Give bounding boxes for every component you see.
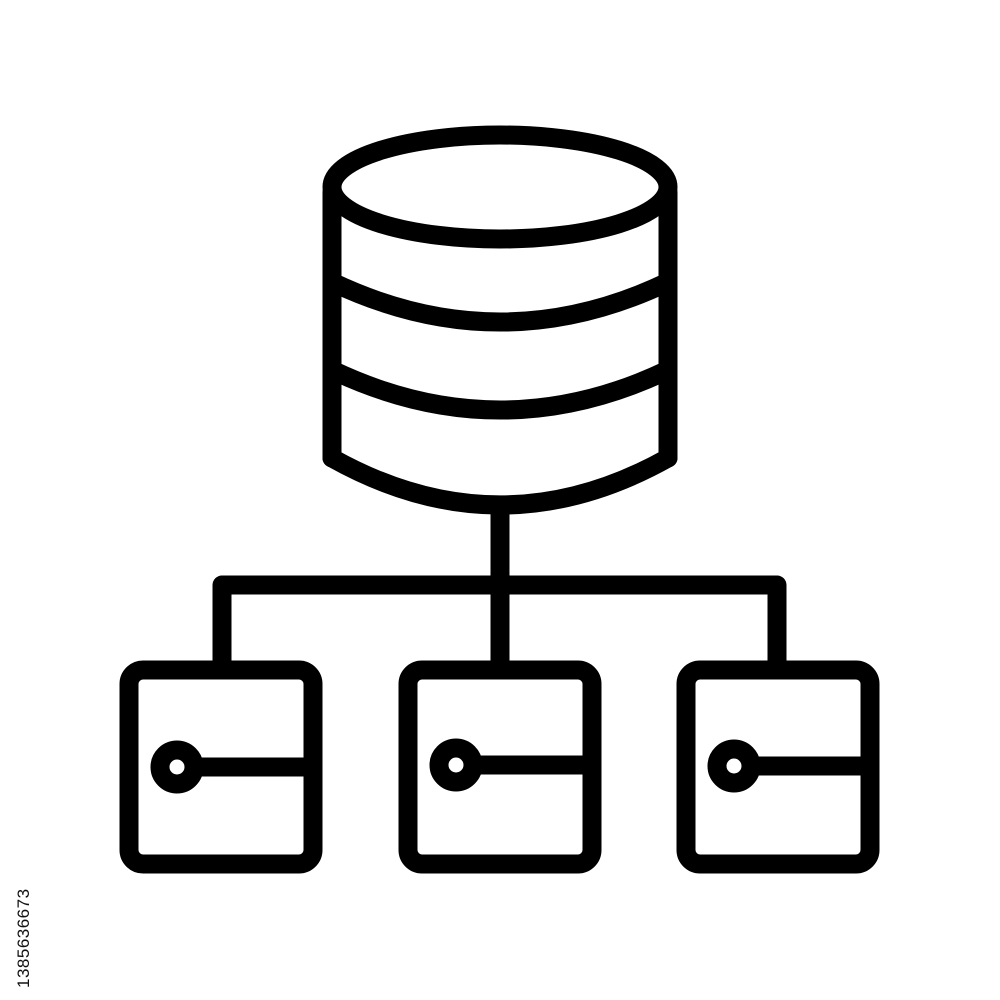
stock-image-id: 1385636673 [14, 888, 33, 988]
server-icon [119, 660, 323, 874]
network-connector-icon [212, 502, 787, 678]
server-icon [398, 660, 602, 874]
database-icon [322, 125, 678, 515]
server-icon [676, 660, 880, 874]
